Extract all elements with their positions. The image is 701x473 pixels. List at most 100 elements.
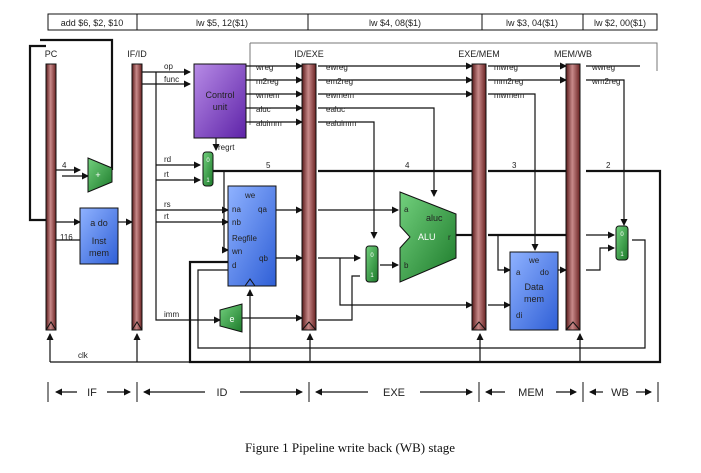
svg-text:1: 1	[206, 178, 210, 184]
alu-port-a: a	[404, 205, 409, 214]
svg-text:op: op	[164, 62, 173, 71]
svg-text:wreg: wreg	[255, 63, 273, 72]
id-exe-register	[301, 63, 317, 331]
svg-text:aluimm: aluimm	[256, 119, 282, 128]
pipeline-registers	[45, 63, 581, 331]
svg-text:wm2reg: wm2reg	[591, 77, 620, 86]
label-pc: PC	[45, 49, 58, 59]
svg-text:4: 4	[405, 161, 410, 170]
control-unit-label-2: unit	[213, 102, 228, 112]
instruction-if: add $6, $2, $10	[61, 18, 124, 28]
control-unit: Control unit	[193, 63, 247, 139]
stage-mem: MEM	[518, 387, 544, 399]
svg-text:rt: rt	[164, 212, 170, 221]
svg-text:ewmem: ewmem	[326, 91, 354, 100]
svg-text:func: func	[164, 75, 179, 84]
svg-text:mm2reg: mm2reg	[494, 77, 523, 86]
adder: +	[87, 157, 113, 193]
inst-mem-label-2: mem	[89, 248, 109, 258]
alu: a b aluc ALU r	[399, 191, 457, 283]
svg-text:regrt: regrt	[218, 143, 235, 152]
svg-text:aluc: aluc	[256, 105, 271, 114]
svg-text:ealuimm: ealuimm	[326, 119, 357, 128]
svg-text:ewreg: ewreg	[326, 63, 348, 72]
label-id-exe: ID/EXE	[294, 49, 324, 59]
svg-text:rs: rs	[164, 200, 171, 209]
label-mem-wb: MEM/WB	[554, 49, 592, 59]
svg-text:116: 116	[60, 233, 73, 242]
sign-extender-label: e	[229, 314, 234, 324]
svg-text:0: 0	[370, 253, 374, 259]
svg-text:rd: rd	[164, 155, 171, 164]
alu-label: ALU	[418, 232, 436, 242]
alu-port-r: r	[448, 233, 451, 242]
svg-text:clk: clk	[78, 351, 89, 360]
svg-text:imm: imm	[164, 310, 179, 319]
svg-text:em2reg: em2reg	[326, 77, 353, 86]
svg-text:rt: rt	[164, 170, 170, 179]
instruction-wb: lw $2, 00($1)	[594, 18, 646, 28]
regfile-qa: qa	[258, 205, 267, 214]
svg-text:5: 5	[266, 161, 271, 170]
regfile-nb: nb	[232, 218, 241, 227]
data-memory: we a do Data mem di	[509, 251, 559, 331]
wb-mux: 0 1	[615, 225, 629, 261]
svg-text:ealuc: ealuc	[326, 105, 345, 114]
stage-if: IF	[87, 387, 97, 399]
stage-timeline: IF ID EXE MEM WB	[47, 382, 659, 402]
datamem-do: do	[540, 268, 549, 277]
regrt-mux: 0 1	[202, 151, 214, 187]
svg-text:mwreg: mwreg	[494, 63, 518, 72]
exe-mem-register	[471, 63, 487, 331]
signal-labels: op func rd rt rs rt imm regrt 4 116 clk …	[60, 62, 620, 360]
register-file: we na qa nb Regfile wn qb d	[227, 185, 277, 287]
datapath-wires	[28, 38, 662, 364]
control-unit-label-1: Control	[205, 90, 234, 100]
label-if-id: IF/ID	[127, 49, 147, 59]
stage-wb: WB	[611, 387, 629, 399]
instruction-bar: add $6, $2, $10 lw $5, 12($1) lw $4, 08(…	[47, 13, 658, 31]
svg-text:m2reg: m2reg	[256, 77, 279, 86]
adder-symbol: +	[95, 170, 100, 180]
svg-text:wmem: wmem	[255, 91, 280, 100]
regfile-na: na	[232, 205, 241, 214]
pc-register	[45, 63, 57, 331]
stage-exe: EXE	[383, 387, 405, 399]
stage-id: ID	[217, 387, 228, 399]
instruction-memory: a do Inst mem	[79, 207, 119, 265]
mem-wb-register	[565, 63, 581, 331]
svg-text:1: 1	[370, 273, 374, 279]
datamem-di: di	[516, 311, 522, 320]
svg-text:0: 0	[620, 232, 624, 238]
svg-text:wwreg: wwreg	[591, 63, 615, 72]
svg-text:2: 2	[606, 161, 611, 170]
svg-text:0: 0	[206, 158, 210, 164]
regfile-wn: wn	[231, 247, 242, 256]
datamem-a: a	[516, 268, 521, 277]
inst-mem-label-1: Inst	[92, 236, 107, 246]
svg-text:1: 1	[620, 252, 624, 258]
svg-text:3: 3	[512, 161, 517, 170]
datamem-we: we	[528, 256, 540, 265]
datamem-label-1: Data	[524, 282, 543, 292]
regfile-we: we	[244, 191, 256, 200]
svg-text:4: 4	[62, 161, 67, 170]
register-labels: PC IF/ID ID/EXE EXE/MEM MEM/WB	[45, 49, 592, 59]
aluimm-mux: 0 1	[365, 245, 379, 283]
sign-extender: e	[219, 303, 243, 333]
svg-text:mwmem: mwmem	[494, 91, 525, 100]
if-id-register	[131, 63, 143, 331]
regfile-d: d	[232, 261, 236, 270]
instruction-id: lw $5, 12($1)	[196, 18, 248, 28]
regfile-qb: qb	[259, 254, 268, 263]
regfile-name: Regfile	[232, 234, 257, 243]
alu-port-b: b	[404, 261, 409, 270]
figure-caption: Figure 1 Pipeline write back (WB) stage	[245, 440, 455, 455]
label-exe-mem: EXE/MEM	[458, 49, 500, 59]
alu-aluc: aluc	[426, 213, 443, 223]
instruction-exe: lw $4, 08($1)	[369, 18, 421, 28]
datamem-label-2: mem	[524, 294, 544, 304]
instruction-mem: lw $3, 04($1)	[506, 18, 558, 28]
inst-mem-ports: a do	[90, 218, 108, 228]
